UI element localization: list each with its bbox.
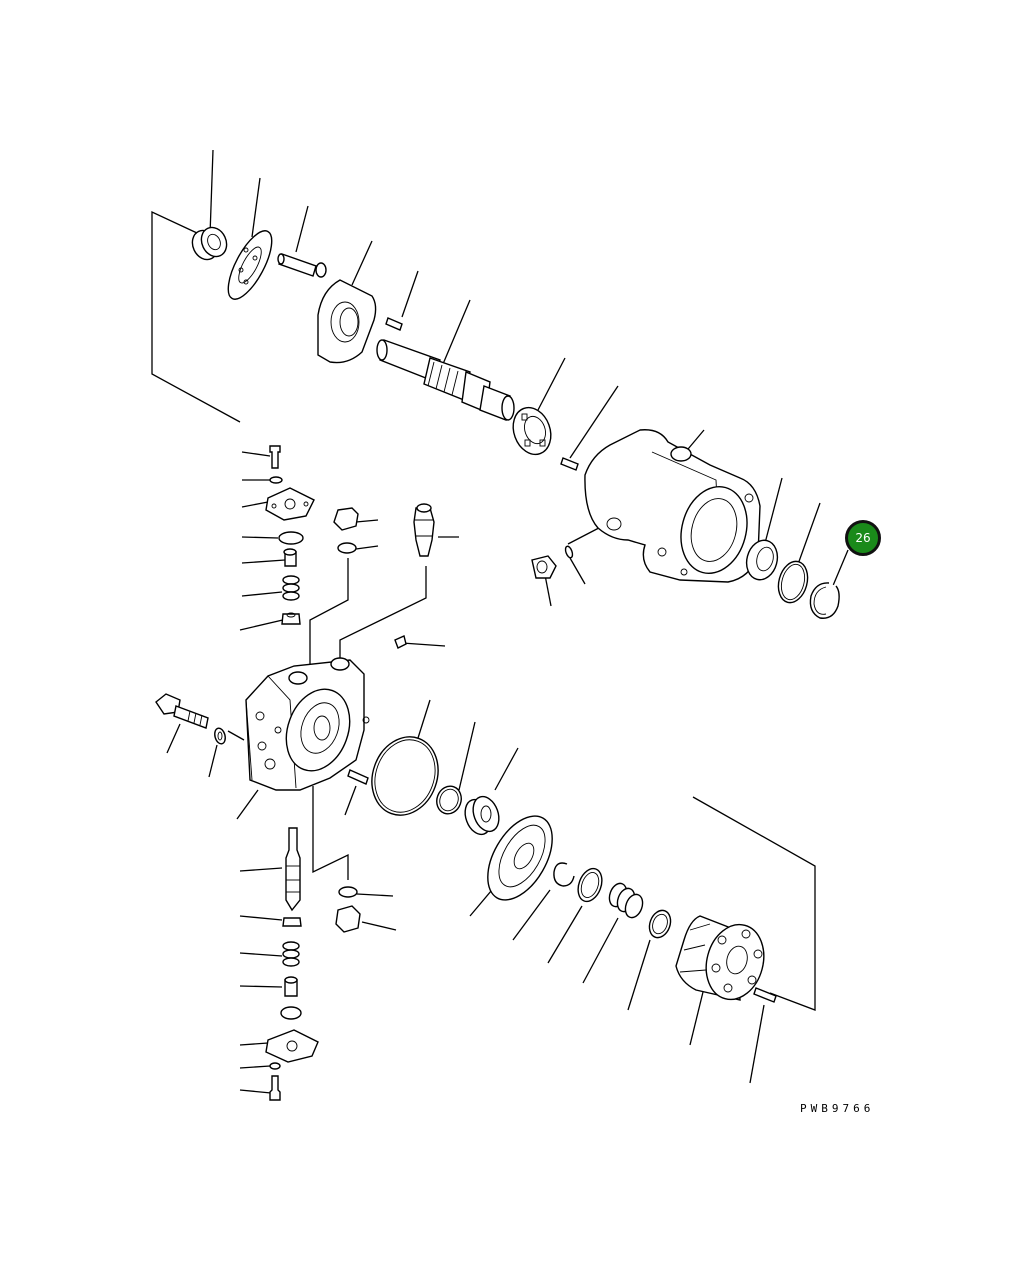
drawing-code: PWB9766 bbox=[800, 1102, 875, 1115]
callout-label: 26 bbox=[855, 531, 871, 545]
roller-bearing-1 bbox=[512, 406, 552, 456]
dowel-pin-3 bbox=[347, 769, 369, 785]
callout-26-highlight[interactable]: 26 bbox=[845, 520, 881, 556]
o-ring-case bbox=[777, 560, 809, 604]
snap-ring-2 bbox=[553, 862, 575, 887]
pump-case bbox=[584, 429, 761, 583]
needle-bearing bbox=[191, 226, 228, 261]
washer-bolt bbox=[214, 727, 226, 745]
hex-bolt bbox=[155, 693, 209, 729]
upper-cover-stack bbox=[265, 445, 315, 625]
swash-plate bbox=[317, 279, 377, 364]
control-valve-spool bbox=[413, 503, 435, 557]
snap-ring-26 bbox=[809, 582, 840, 619]
valve-plate bbox=[227, 230, 273, 300]
dowel-pin-1 bbox=[385, 317, 403, 331]
spring-stack bbox=[608, 882, 644, 919]
oil-seal bbox=[745, 539, 779, 581]
drive-shaft bbox=[376, 339, 515, 421]
plug-small bbox=[531, 545, 574, 579]
plug-end bbox=[394, 635, 407, 649]
roller-bearing-2 bbox=[464, 795, 500, 836]
o-ring-large bbox=[371, 736, 439, 816]
o-ring-small bbox=[436, 785, 462, 815]
lower-spool-stack bbox=[265, 827, 319, 1101]
retainer-ring bbox=[577, 867, 603, 903]
cylinder-block bbox=[675, 915, 765, 1001]
valve-plate-2 bbox=[487, 815, 553, 901]
end-cap bbox=[245, 657, 370, 791]
lower-fittings bbox=[335, 886, 361, 933]
dowel-pin-2 bbox=[560, 457, 579, 471]
pin-cylinder bbox=[753, 987, 777, 1003]
leader-lines bbox=[151, 149, 849, 1094]
relief-valve-fitting bbox=[333, 507, 359, 554]
spacer-ring bbox=[648, 909, 672, 939]
pivot-pin bbox=[277, 253, 327, 278]
